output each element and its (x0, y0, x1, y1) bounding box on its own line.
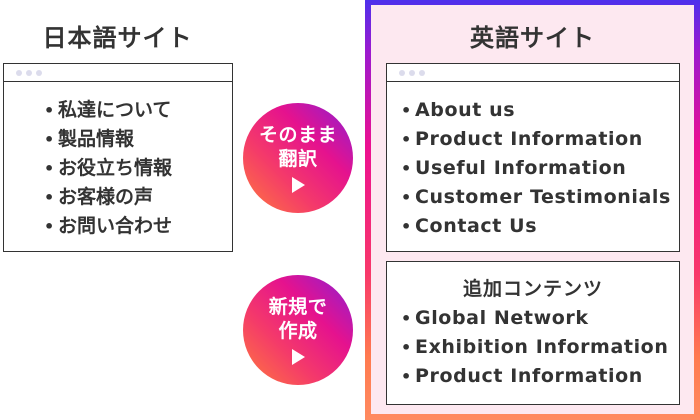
additional-content-title: 追加コンテンツ (462, 278, 603, 300)
list-item: •Contact Us (401, 215, 538, 237)
list-item: •Product Information (401, 128, 643, 150)
japanese-site-window: •私達について •製品情報 •お役立ち情報 •お客様の声 •お問い合わせ (3, 63, 233, 252)
play-icon (291, 349, 305, 365)
list-item: •Global Network (401, 307, 589, 329)
japanese-site-title: 日本語サイト (42, 24, 193, 52)
create-new-badge: 新規で 作成 (243, 275, 353, 385)
window-dot-icon (419, 69, 425, 76)
window-dot-icon (16, 69, 22, 76)
list-item: •私達について (44, 99, 172, 121)
list-item: •Useful Information (401, 157, 627, 179)
english-site-title: 英語サイト (470, 24, 595, 52)
list-item: •Customer Testimonials (401, 186, 671, 208)
list-item: •お問い合わせ (44, 215, 173, 237)
additional-content-list: •Global Network •Exhibition Information … (387, 302, 679, 391)
list-item: •製品情報 (44, 128, 135, 150)
window-dot-icon (399, 69, 405, 76)
english-menu-list: •About us •Product Information •Useful I… (387, 82, 679, 241)
additional-content-box: 追加コンテンツ •Global Network •Exhibition Info… (386, 261, 680, 405)
english-site-window: •About us •Product Information •Useful I… (386, 63, 680, 252)
window-titlebar (387, 64, 679, 82)
list-item: •お客様の声 (44, 186, 154, 208)
window-dot-icon (36, 69, 42, 76)
list-item: •Product Information (401, 365, 643, 387)
list-item: •About us (401, 99, 516, 121)
play-icon (291, 177, 305, 193)
translate-as-is-badge: そのまま 翻訳 (243, 103, 353, 213)
window-titlebar (4, 64, 232, 82)
window-dot-icon (409, 69, 415, 76)
window-dot-icon (26, 69, 32, 76)
list-item: •お役立ち情報 (44, 157, 173, 179)
japanese-menu-list: •私達について •製品情報 •お役立ち情報 •お客様の声 •お問い合わせ (4, 82, 232, 241)
list-item: •Exhibition Information (401, 336, 669, 358)
